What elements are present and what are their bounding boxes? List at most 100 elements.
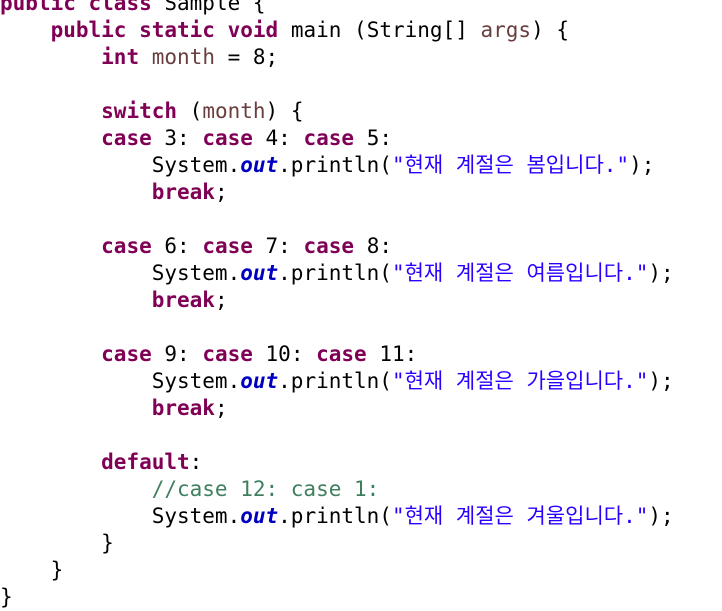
code-token: ) { xyxy=(531,18,569,42)
code-token xyxy=(0,477,152,501)
code-token xyxy=(0,45,101,69)
code-line[interactable]: default: xyxy=(0,449,722,476)
code-token xyxy=(76,0,89,15)
code-token xyxy=(139,45,152,69)
code-token: 8: xyxy=(354,234,392,258)
code-token: ); xyxy=(648,261,674,285)
code-token xyxy=(215,18,228,42)
code-token: 5: xyxy=(354,126,392,150)
code-token: .println( xyxy=(278,261,392,285)
code-token: .println( xyxy=(278,153,392,177)
keyword-token: void xyxy=(227,18,279,42)
code-token: System. xyxy=(0,153,241,177)
code-line[interactable]: case 9: case 10: case 11: xyxy=(0,341,722,368)
code-line[interactable]: System.out.println("현재 계절은 봄입니다."); xyxy=(0,152,722,179)
code-token xyxy=(0,180,152,204)
code-token: ) { xyxy=(265,99,304,123)
field-token: out xyxy=(240,504,279,528)
code-token: ; xyxy=(214,396,228,420)
code-line[interactable]: break; xyxy=(0,287,722,314)
code-line[interactable] xyxy=(0,314,722,341)
code-line[interactable]: break; xyxy=(0,395,722,422)
code-token: 10: xyxy=(252,342,317,366)
code-line[interactable]: System.out.println("현재 계절은 여름입니다."); xyxy=(0,260,722,287)
code-token: ); xyxy=(629,153,655,177)
keyword-token: public xyxy=(0,0,76,15)
keyword-token: static xyxy=(139,18,215,42)
code-line[interactable]: break; xyxy=(0,179,722,206)
code-token: .println( xyxy=(278,504,392,528)
string-literal: "현재 계절은 겨울입니다." xyxy=(391,504,649,528)
field-token: out xyxy=(240,153,279,177)
code-line[interactable] xyxy=(0,206,722,233)
string-literal: "현재 계절은 가을입니다." xyxy=(391,369,649,393)
keyword-token: case xyxy=(202,126,253,150)
code-line[interactable]: int month = 8; xyxy=(0,44,722,71)
keyword-token: int xyxy=(101,45,140,69)
code-token: ); xyxy=(648,369,674,393)
code-line[interactable]: } xyxy=(0,557,722,584)
code-line[interactable]: } xyxy=(0,584,722,611)
keyword-token: break xyxy=(151,288,215,312)
code-line[interactable]: switch (month) { xyxy=(0,98,722,125)
code-token xyxy=(0,126,101,150)
variable-token: month xyxy=(202,99,266,123)
code-token xyxy=(0,342,101,366)
keyword-token: case xyxy=(316,342,367,366)
code-token: 6: xyxy=(151,234,203,258)
code-line[interactable]: case 3: case 4: case 5: xyxy=(0,125,722,152)
keyword-token: case xyxy=(303,234,355,258)
code-line[interactable]: //case 12: case 1: xyxy=(0,476,722,503)
variable-token: args xyxy=(480,18,532,42)
code-token: System. xyxy=(0,504,241,528)
code-token: 4: xyxy=(252,126,304,150)
code-line[interactable]: } xyxy=(0,530,722,557)
keyword-token: case xyxy=(202,342,253,366)
code-token: ( xyxy=(177,99,203,123)
code-token: } xyxy=(0,531,114,555)
code-token xyxy=(0,18,51,42)
keyword-token: case xyxy=(101,234,152,258)
field-token: out xyxy=(240,261,279,285)
code-token: } xyxy=(0,558,64,582)
code-token: System. xyxy=(0,261,241,285)
code-token: System. xyxy=(0,369,241,393)
code-token xyxy=(0,450,101,474)
code-token: ); xyxy=(648,504,674,528)
keyword-token: class xyxy=(88,0,152,15)
keyword-token: default xyxy=(101,450,190,474)
code-token xyxy=(0,288,152,312)
code-line[interactable] xyxy=(0,422,722,449)
keyword-token: case xyxy=(202,234,253,258)
code-token: main (String[] xyxy=(278,18,481,42)
string-literal: "현재 계절은 여름입니다." xyxy=(391,261,649,285)
string-literal: "현재 계절은 봄입니다." xyxy=(391,153,630,177)
comment-token: //case 12: case 1: xyxy=(151,477,380,501)
field-token: out xyxy=(240,369,279,393)
code-token: 7: xyxy=(252,234,304,258)
keyword-token: break xyxy=(151,180,215,204)
code-token xyxy=(126,18,139,42)
keyword-token: case xyxy=(303,126,355,150)
code-token: : xyxy=(189,450,203,474)
code-token: ; xyxy=(214,180,228,204)
code-token: = 8; xyxy=(214,45,279,69)
keyword-token: case xyxy=(101,126,152,150)
code-line[interactable]: public class Sample { xyxy=(0,0,722,17)
code-token: .println( xyxy=(278,369,392,393)
keyword-token: case xyxy=(101,342,152,366)
code-line[interactable]: public static void main (String[] args) … xyxy=(0,17,722,44)
code-token xyxy=(0,99,101,123)
code-token: 3: xyxy=(151,126,203,150)
code-token: ; xyxy=(214,288,228,312)
code-line[interactable]: System.out.println("현재 계절은 가을입니다."); xyxy=(0,368,722,395)
keyword-token: switch xyxy=(101,99,178,123)
code-line[interactable]: case 6: case 7: case 8: xyxy=(0,233,722,260)
code-line[interactable] xyxy=(0,71,722,98)
code-token: Sample { xyxy=(151,0,266,15)
code-token: 9: xyxy=(151,342,203,366)
code-token: 11: xyxy=(366,342,418,366)
variable-token: month xyxy=(151,45,215,69)
code-line[interactable]: System.out.println("현재 계절은 겨울입니다."); xyxy=(0,503,722,530)
